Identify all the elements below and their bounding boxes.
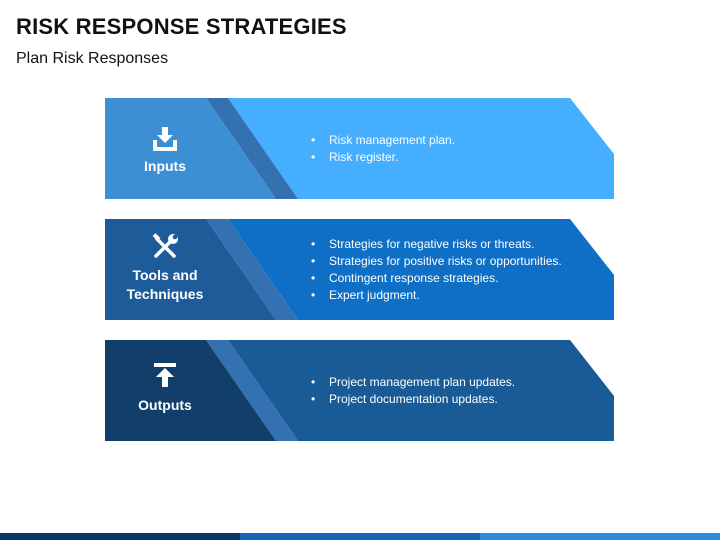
bullet-item: Strategies for positive risks or opportu…	[311, 253, 562, 270]
footer-segment	[480, 533, 720, 540]
row-label: Tools and Techniques	[126, 267, 204, 302]
footer-segment	[240, 533, 480, 540]
bullet-list: Risk management plan. Risk register.	[311, 132, 455, 166]
footer-segment	[0, 533, 240, 540]
tools-icon	[152, 233, 178, 258]
row-left-panel	[105, 98, 276, 199]
bullet-item: Contingent response strategies.	[311, 270, 562, 287]
bullet-list: Strategies for negative risks or threats…	[311, 236, 562, 304]
download-tray-icon	[153, 127, 177, 151]
row-label: Inputs	[144, 158, 186, 174]
row-connector	[206, 98, 298, 199]
bullet-item: Project documentation updates.	[311, 391, 515, 408]
row-label: Outputs	[138, 397, 192, 413]
row-connector	[206, 340, 298, 441]
page-subtitle: Plan Risk Responses	[16, 50, 169, 67]
strategy-row-tools: Tools and Techniques Strategies for nega…	[0, 219, 720, 323]
strategy-row-outputs: Outputs Project management plan updates.…	[0, 340, 720, 444]
footer-color-bar	[0, 533, 720, 540]
bullet-item: Project management plan updates.	[311, 374, 515, 391]
bullet-item: Strategies for negative risks or threats…	[311, 236, 562, 253]
bullet-list: Project management plan updates. Project…	[311, 374, 515, 408]
row-left-panel	[105, 340, 276, 441]
row-connector	[206, 219, 298, 320]
page-title: RISK RESPONSE STRATEGIES	[16, 14, 347, 39]
bullet-item: Risk register.	[311, 149, 455, 166]
strategy-row-inputs: Inputs Risk management plan. Risk regist…	[0, 98, 720, 202]
bullet-item: Risk management plan.	[311, 132, 455, 149]
bullet-item: Expert judgment.	[311, 287, 562, 304]
row-left-panel	[105, 219, 276, 320]
upload-arrow-icon	[154, 363, 176, 387]
